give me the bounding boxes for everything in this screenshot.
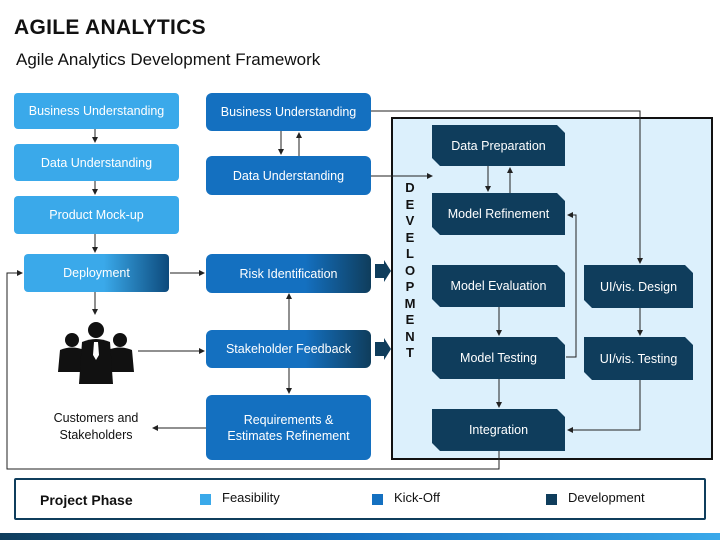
development-letter: D [405, 180, 415, 195]
legend-title: Project Phase [40, 492, 133, 508]
customers-line1: Customers and [53, 411, 139, 425]
requirements-line2: Estimates Refinement [227, 428, 350, 443]
legend-swatch-feasibility [200, 494, 211, 505]
arrow-to-development-2 [375, 338, 391, 360]
legend: Project Phase Feasibility Kick-Off Devel… [14, 478, 706, 520]
legend-label-development: Development [568, 490, 645, 505]
dev-ui-design: UI/vis. Design [584, 265, 693, 308]
feasibility-product-mockup: Product Mock-up [14, 196, 179, 234]
kickoff-data-understanding: Data Understanding [206, 156, 371, 195]
development-letter: E [405, 196, 415, 212]
feasibility-business-understanding: Business Understanding [14, 93, 179, 129]
development-letter: V [405, 213, 415, 228]
arrow-to-development-1 [375, 260, 391, 282]
feasibility-deployment: Deployment [24, 254, 169, 292]
legend-label-kickoff: Kick-Off [394, 490, 440, 505]
feasibility-data-understanding: Data Understanding [14, 144, 179, 181]
kickoff-requirements-refinement: Requirements & Estimates Refinement [206, 395, 371, 460]
page-title: AGILE ANALYTICS [14, 16, 206, 39]
dev-data-preparation: Data Preparation [432, 125, 565, 166]
requirements-line1: Requirements & [243, 412, 334, 427]
page-subtitle: Agile Analytics Development Framework [16, 50, 321, 69]
development-letter: T [406, 345, 414, 360]
kickoff-risk-identification: Risk Identification [206, 254, 371, 293]
kickoff-stakeholder-feedback: Stakeholder Feedback [206, 330, 371, 368]
people-group-icon [58, 322, 134, 384]
dev-model-testing: Model Testing [432, 337, 565, 379]
legend-swatch-kickoff [372, 494, 383, 505]
customers-line2: Stakeholders [59, 428, 133, 442]
customers-stakeholders-label: Customers and Stakeholders [40, 410, 152, 444]
dev-model-evaluation: Model Evaluation [432, 265, 565, 307]
dev-integration: Integration [432, 409, 565, 451]
kickoff-business-understanding: Business Understanding [206, 93, 371, 131]
development-letter: M [404, 295, 416, 311]
development-letter: E [405, 229, 415, 245]
bottom-accent-bar [0, 533, 720, 540]
dev-model-refinement: Model Refinement [432, 193, 565, 235]
development-letter: L [406, 246, 414, 261]
development-letter: E [405, 312, 415, 327]
development-letter: P [405, 279, 415, 294]
development-letter: N [405, 328, 415, 344]
legend-swatch-development [546, 494, 557, 505]
legend-label-feasibility: Feasibility [222, 490, 280, 505]
development-letter: O [404, 262, 416, 278]
dev-ui-testing: UI/vis. Testing [584, 337, 693, 380]
